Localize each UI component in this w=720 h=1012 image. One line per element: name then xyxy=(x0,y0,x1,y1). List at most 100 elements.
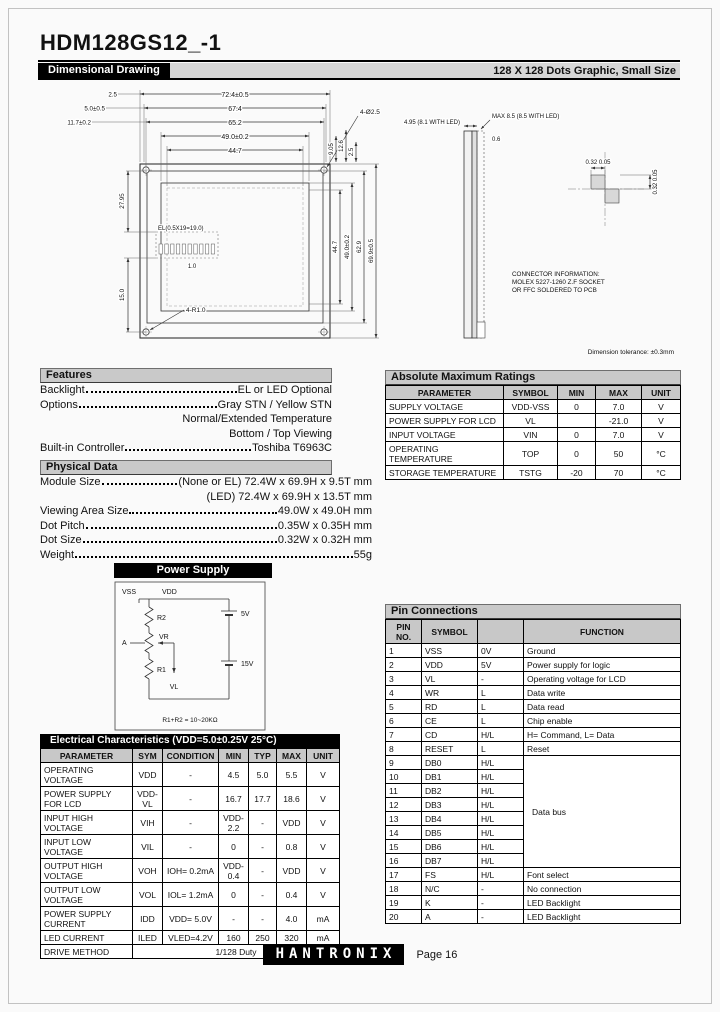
table-cell: SUPPLY VOLTAGE xyxy=(385,399,504,415)
feature-label: Options xyxy=(40,398,78,411)
leader-dots xyxy=(75,555,353,558)
table-cell: VIL xyxy=(132,834,163,860)
vdd-label: VDD xyxy=(162,589,177,596)
battery-5v-label: 5V xyxy=(241,611,250,618)
physical-data-heading: Physical Data xyxy=(40,460,332,475)
dim-label: 49.0±0.2 xyxy=(221,134,248,141)
table-header-cell: SYM xyxy=(132,747,163,764)
dim-label: 2.5 xyxy=(108,92,117,99)
table-cell: VDD-0.4 xyxy=(218,858,249,884)
table-cell: 9 xyxy=(385,755,422,771)
table-cell: - xyxy=(248,810,277,836)
title-rule xyxy=(38,60,680,62)
table-cell: L xyxy=(477,699,524,715)
el-tab xyxy=(155,231,219,259)
table-cell: 7.0 xyxy=(595,427,642,443)
table-cell: DB3 xyxy=(421,797,478,813)
table-cell: H/L xyxy=(477,755,524,771)
physical-row: Dot Pitch 0.35W x 0.35H mm xyxy=(40,519,372,534)
table-cell: °C xyxy=(641,441,681,467)
feature-value: Gray STN / Yellow STN xyxy=(217,398,332,411)
pitch-label: 1.0 xyxy=(188,264,197,270)
table-cell: LED Backlight xyxy=(523,895,681,911)
table-cell: DB0 xyxy=(421,755,478,771)
table-cell: 4.0 xyxy=(276,906,307,932)
battery-15v-label: 15V xyxy=(241,661,254,668)
table-cell: H/L xyxy=(477,825,524,841)
table-cell: 250 xyxy=(248,930,277,946)
leader-dots xyxy=(125,449,252,451)
dim-label: 2.5 xyxy=(349,147,355,156)
physical-data-section: Physical Data Module Size (None or EL) 7… xyxy=(40,460,372,562)
table-header-cell: MAX xyxy=(595,384,642,401)
connector-note-line: MOLEX 5227-1260 Z.F SOCKET xyxy=(512,279,605,286)
dim-label: 65.2 xyxy=(228,120,242,127)
table-cell: INPUT LOW VOLTAGE xyxy=(40,834,133,860)
physical-value: (LED) 72.4W x 69.9H x 13.5T mm xyxy=(206,490,372,503)
physical-label: Dot Pitch xyxy=(40,519,85,532)
power-supply-circuit: VSS VDD R2 VR R1 5V 15V VL A R1+R2 = 10~… xyxy=(114,581,266,731)
feature-value: EL or LED Optional xyxy=(237,384,332,396)
dim-label: 67.4 xyxy=(228,106,242,113)
physical-label: Weight xyxy=(40,548,75,561)
table-cell: - xyxy=(162,810,219,836)
r2-label: R2 xyxy=(157,615,166,622)
side-thickness-label: 4.95 (8.1 WITH LED) xyxy=(404,120,460,126)
table-cell: DB2 xyxy=(421,783,478,799)
table-cell: H/L xyxy=(477,853,524,869)
physical-label: Dot Size xyxy=(40,534,82,546)
connector-note-line: OR FFC SOLDERED TO PCB xyxy=(512,287,597,294)
feature-label: Backlight xyxy=(40,384,85,396)
table-cell: OUTPUT LOW VOLTAGE xyxy=(40,882,133,908)
table-cell: L xyxy=(477,685,524,701)
connector-note-line: CONNECTOR INFORMATION: xyxy=(512,271,600,278)
table-cell: OPERATING TEMPERATURE xyxy=(385,441,504,467)
physical-value: 0.32W x 0.32H mm xyxy=(277,534,372,546)
absmax-heading: Absolute Maximum Ratings xyxy=(385,370,681,385)
table-cell: VDD-VSS xyxy=(503,399,558,415)
side-small-dim-label: 0.6 xyxy=(492,137,501,143)
table-cell: VDD xyxy=(276,810,307,836)
circuit-labels: VSS VDD R2 VR R1 5V 15V VL A R1+R2 = 10~… xyxy=(122,589,254,724)
page-title: HDM128GS12_-1 xyxy=(40,30,222,55)
table-cell: VSS xyxy=(421,643,478,659)
table-cell: VDD-2.2 xyxy=(218,810,249,836)
table-cell: 0.8 xyxy=(276,834,307,860)
table-cell: - xyxy=(477,895,524,911)
hole-crosshairs xyxy=(140,164,330,338)
dim-label: 15.0 xyxy=(119,288,126,301)
table-header-cell: PARAMETER xyxy=(385,384,504,401)
circuit-wires xyxy=(130,598,237,700)
table-cell: 8 xyxy=(385,741,422,757)
tolerance-note: Dimension tolerance: ±0.3mm xyxy=(588,349,674,356)
table-cell: H/L xyxy=(477,783,524,799)
pins-heading: Pin Connections xyxy=(385,604,681,619)
feature-value: Toshiba T6963C xyxy=(252,442,332,454)
table-cell: Ground xyxy=(523,643,681,659)
brand-text: HANTRONIX xyxy=(275,946,397,962)
table-cell: V xyxy=(306,882,340,908)
table-header-cell xyxy=(477,618,524,645)
table-cell: - xyxy=(477,671,524,687)
table-cell: VDD= 5.0V xyxy=(162,906,219,932)
table-cell: Operating voltage for LCD xyxy=(523,671,681,687)
table-cell: 0V xyxy=(477,643,524,659)
vl-label: VL xyxy=(170,684,179,691)
dimension-lines xyxy=(126,92,652,338)
table-cell: 0 xyxy=(557,441,596,467)
table-cell: RESET xyxy=(421,741,478,757)
dim-label: 44.7 xyxy=(332,240,339,253)
table-cell: VDD xyxy=(276,858,307,884)
table-cell: DB1 xyxy=(421,769,478,785)
table-cell: 50 xyxy=(595,441,642,467)
